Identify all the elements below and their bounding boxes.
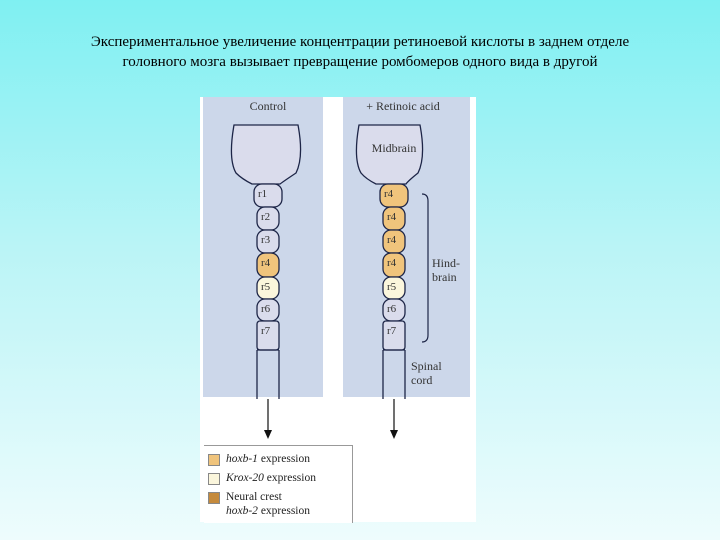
spinal-label-2: cord <box>411 373 432 387</box>
figure: Control + Retinoic acid r1 r2 r3 r4 r5 r6 r7 M… <box>200 97 476 523</box>
legend-gene-hoxb2: hoxb-2 <box>226 505 258 517</box>
legend-item-krox20: Krox-20 expression <box>208 471 316 485</box>
retinoic-segment-label-3: r4 <box>387 234 397 246</box>
control-segment-label-4: r4 <box>261 257 271 269</box>
control-segment-label-6: r6 <box>261 303 271 315</box>
legend-item-hoxb1: hoxb-1 expression <box>208 452 310 466</box>
legend-gene-hoxb1: hoxb-1 <box>226 453 258 465</box>
retinoic-midbrain <box>355 124 424 185</box>
retinoic-arrowhead <box>390 430 398 439</box>
retinoic-segment-label-7: r7 <box>387 325 397 337</box>
title-line-1: Экспериментальное увеличение концентраци… <box>90 34 630 50</box>
control-neural-tube: r1 r2 r3 r4 r5 r6 r7 <box>230 124 302 439</box>
control-forebrain <box>230 124 302 185</box>
retinoic-segment-label-2: r4 <box>387 211 397 223</box>
legend-text-hoxb2: expression <box>257 505 310 517</box>
legend: hoxb-1 expression Krox-20 expression Neu… <box>204 445 353 523</box>
legend-gene-krox20: Krox-20 <box>226 472 264 484</box>
control-segment-label-7: r7 <box>261 325 271 337</box>
figure-diagram: Control + Retinoic acid r1 r2 r3 r4 r5 r6 r7 M… <box>203 97 470 439</box>
title-line-2: головного мозга вызывает превращение ром… <box>122 54 598 70</box>
control-segment-label-3: r3 <box>261 234 271 246</box>
hindbrain-label-2: brain <box>432 270 457 284</box>
retinoic-spinal-cord <box>382 349 406 399</box>
retinoic-neural-tube: Midbrain r4 r4 r4 r4 r5 r6 r7 <box>355 124 424 439</box>
legend-prefix-hoxb2: Neural crest <box>226 491 282 503</box>
legend-swatch-krox20 <box>208 473 220 485</box>
control-spinal-cord <box>256 349 280 399</box>
retinoic-segment-label-1: r4 <box>384 188 394 200</box>
control-header: Control <box>250 99 287 113</box>
retinoic-segment-label-6: r6 <box>387 303 397 315</box>
hindbrain-label-1: Hind- <box>432 256 460 270</box>
control-arrowhead <box>264 430 272 439</box>
legend-swatch-hoxb1 <box>208 454 220 466</box>
retinoic-segment-label-4: r4 <box>387 257 397 269</box>
midbrain-label: Midbrain <box>372 141 417 155</box>
retinoic-segment-label-5: r5 <box>387 281 397 293</box>
spinal-label-1: Spinal <box>411 359 442 373</box>
control-segment-label-5: r5 <box>261 281 271 293</box>
control-segment-label-1: r1 <box>258 188 267 200</box>
slide-title: Экспериментальное увеличение концентраци… <box>20 32 700 72</box>
legend-text-hoxb1: expression <box>257 453 310 465</box>
legend-text-krox20: expression <box>263 472 316 484</box>
retinoic-header: + Retinoic acid <box>366 99 439 113</box>
hindbrain-bracket <box>421 193 429 343</box>
legend-item-hoxb2: Neural crest hoxb-2 expression <box>208 490 310 518</box>
legend-swatch-hoxb2 <box>208 492 220 504</box>
control-segment-label-2: r2 <box>261 211 270 223</box>
